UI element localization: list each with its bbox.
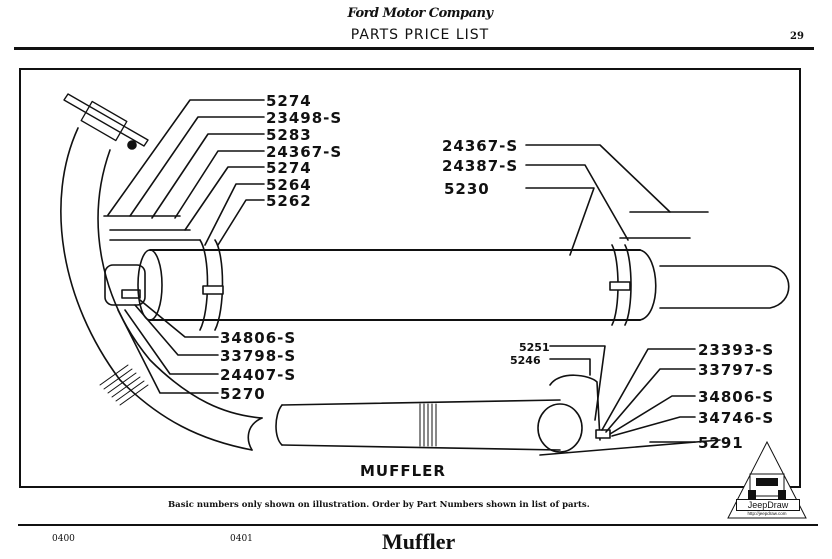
bracket-right xyxy=(619,211,709,239)
page-number: 29 xyxy=(790,31,804,42)
part-label: 33798-S xyxy=(220,347,297,365)
inlet-pipe-end xyxy=(247,417,263,451)
bracket-left xyxy=(103,215,201,241)
part-label: 34806-S xyxy=(220,329,297,347)
part-label: 34746-S xyxy=(698,409,775,427)
watermark-name: JeepDraw xyxy=(736,499,800,511)
part-label: 5270 xyxy=(220,385,266,403)
group-code-start: 0400 xyxy=(52,534,75,544)
watermark-url[interactable]: http://jeepdraw.com xyxy=(747,511,787,516)
part-label: 24387-S xyxy=(442,157,519,175)
diagram-caption: MUFFLER xyxy=(360,462,446,480)
page-title: PARTS PRICE LIST xyxy=(350,27,490,43)
bracket-5246 xyxy=(549,374,601,441)
part-label: 5264 xyxy=(266,176,312,194)
inlet-flange xyxy=(63,93,149,147)
part-label: 24367-S xyxy=(266,143,343,161)
inlet-hatch xyxy=(99,364,149,406)
brand-logo-text: Ford Motor Company xyxy=(347,6,493,21)
inlet-pipe-inner xyxy=(97,149,263,419)
header-rule xyxy=(14,47,814,50)
group-code-end: 0401 xyxy=(230,534,253,544)
clamp-left xyxy=(199,239,224,331)
tail-pipe xyxy=(659,265,790,309)
part-label: 5246 xyxy=(510,354,541,367)
part-label: 5283 xyxy=(266,126,312,144)
part-label: 5274 xyxy=(266,159,312,177)
illustration-frame xyxy=(19,68,801,488)
part-label: 23393-S xyxy=(698,341,775,359)
muffler-body xyxy=(149,249,641,321)
part-label: 23498-S xyxy=(266,109,343,127)
outlet-pipe xyxy=(281,399,561,451)
footer-rule xyxy=(18,524,818,526)
inlet-pipe xyxy=(60,127,253,451)
part-label: 24407-S xyxy=(220,366,297,384)
footer-note: Basic numbers only shown on illustration… xyxy=(168,500,590,510)
part-label: 5274 xyxy=(266,92,312,110)
part-label: 34806-S xyxy=(698,388,775,406)
section-title: Muffler xyxy=(382,529,456,554)
part-label: 5291 xyxy=(698,434,744,452)
part-label: 5262 xyxy=(266,192,312,210)
part-label: 5251 xyxy=(519,341,550,354)
part-label: 5230 xyxy=(444,180,490,198)
part-label: 33797-S xyxy=(698,361,775,379)
part-label: 24367-S xyxy=(442,137,519,155)
